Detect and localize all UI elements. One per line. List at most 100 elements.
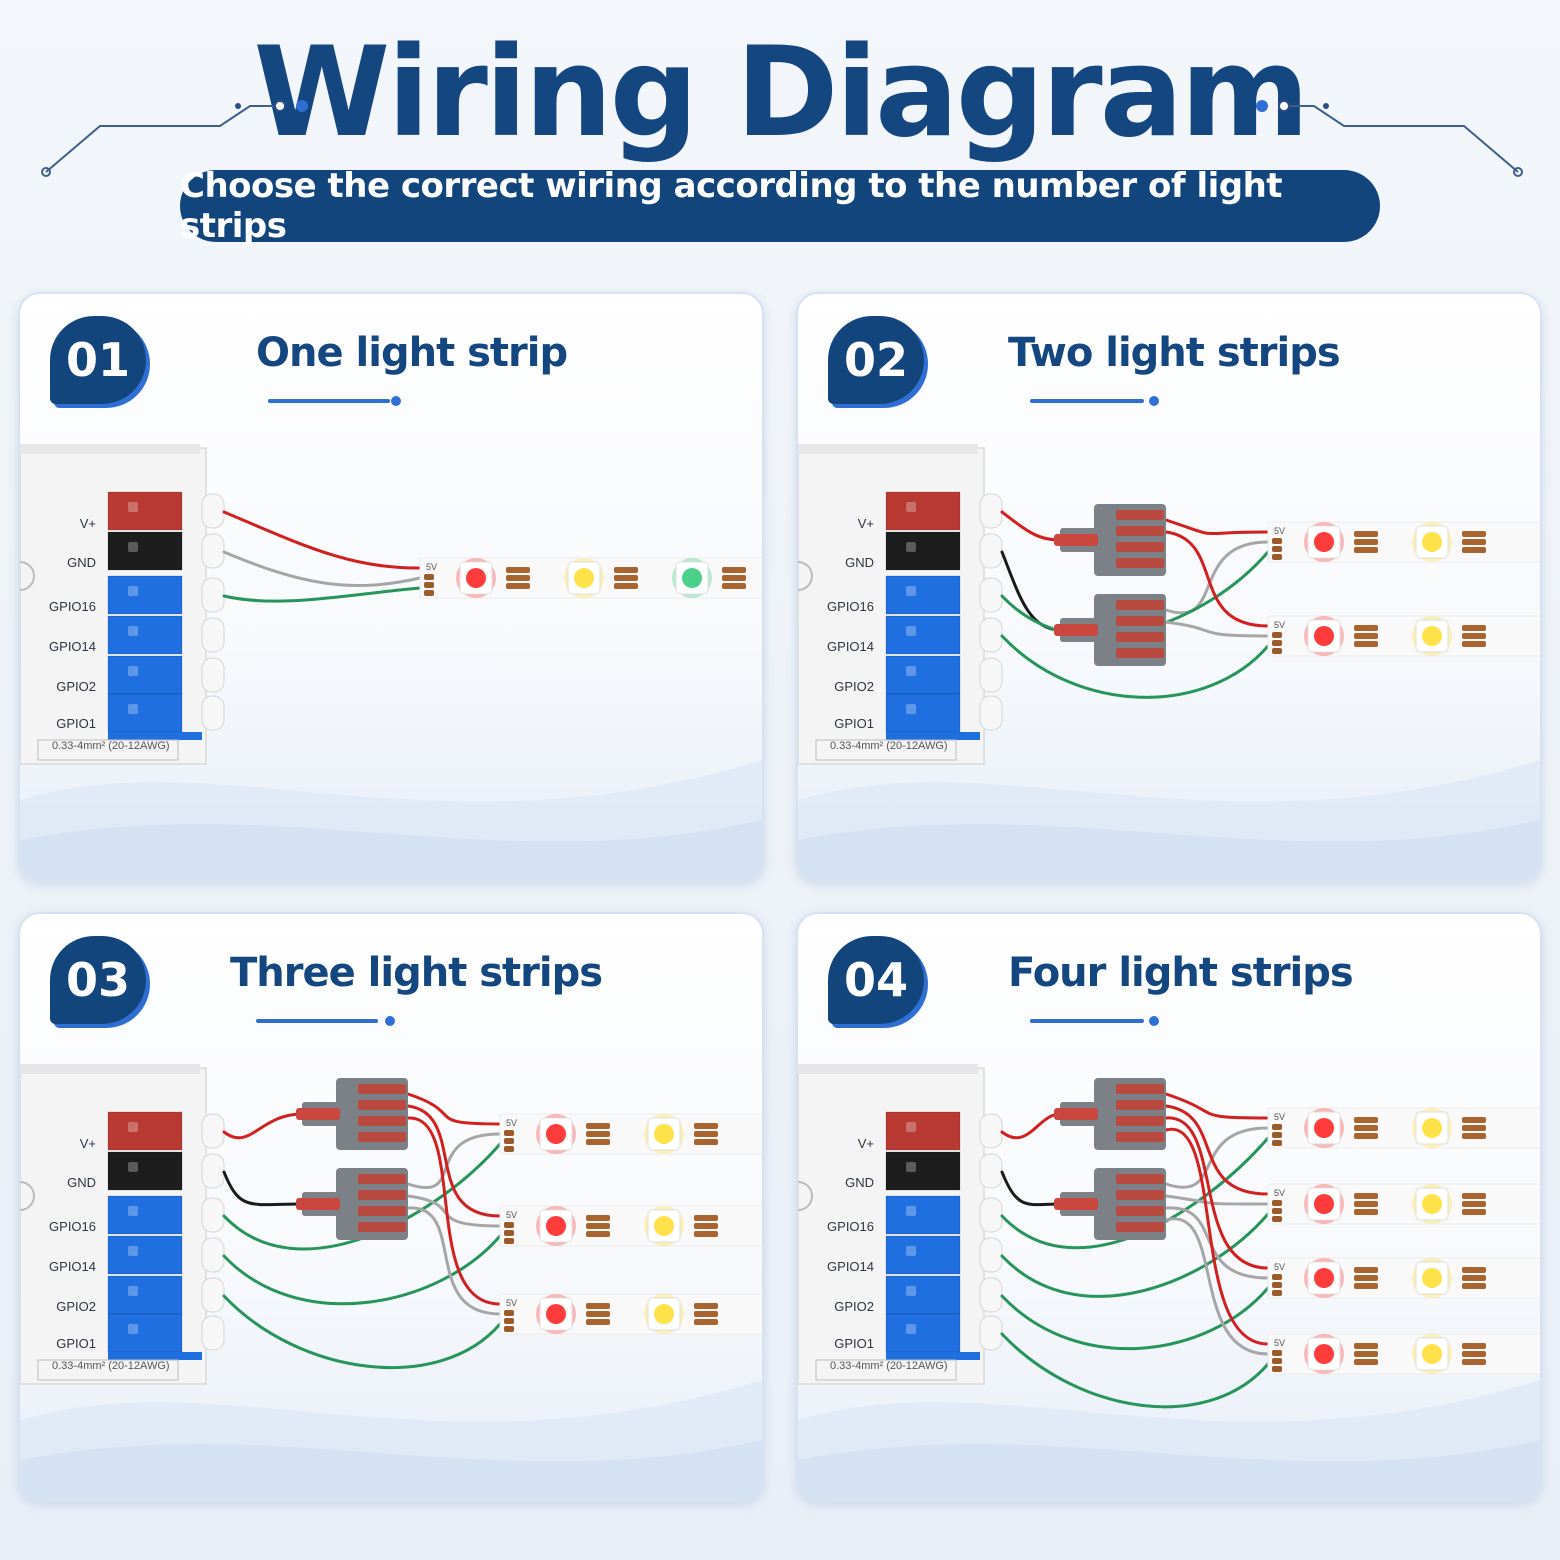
strip-resistor: [1354, 1267, 1378, 1273]
led-light: [1314, 1344, 1334, 1364]
panel-title: Four light strips: [1008, 950, 1354, 996]
strip-resistor: [586, 1139, 610, 1145]
terminal-lever: [979, 1277, 1003, 1313]
connector-lever: [358, 1222, 406, 1232]
connector-lever: [1116, 1174, 1164, 1184]
strip-solder-pad: [1272, 1140, 1282, 1146]
strip-pad-label: 5V: [1274, 1338, 1285, 1348]
strip-resistor: [1462, 1125, 1486, 1131]
connector-lever: [1116, 1222, 1164, 1232]
terminal-lever: [201, 1113, 225, 1149]
strip-resistor: [586, 1303, 610, 1309]
strip-resistor: [1354, 531, 1378, 537]
terminal-label: GPIO1: [56, 716, 96, 731]
terminal-lever: [979, 533, 1003, 569]
strip-pad-label: 5V: [506, 1298, 517, 1308]
strip-resistor: [1462, 1209, 1486, 1215]
led-light: [1422, 626, 1442, 646]
led-light: [546, 1216, 566, 1236]
strip-pad-label: 5V: [426, 562, 437, 572]
terminal-lever: [979, 1315, 1003, 1351]
controller-top-edge: [20, 1064, 200, 1074]
terminal-slot: [885, 1313, 961, 1353]
wire-power-branch: [406, 1116, 502, 1306]
connector-lever: [1116, 510, 1164, 520]
strip-solder-pad: [504, 1310, 514, 1316]
panel-title: Two light strips: [1008, 330, 1341, 376]
strip-resistor: [1462, 1351, 1486, 1357]
strip-resistor: [1354, 1201, 1378, 1207]
led-strip: 5V: [499, 1293, 762, 1335]
terminal-lever: [979, 1237, 1003, 1273]
terminal-screw: [906, 1286, 916, 1296]
terminal-slot: [107, 655, 183, 695]
strip-resistor: [1462, 641, 1486, 647]
led-light: [654, 1216, 674, 1236]
strip-resistor: [694, 1223, 718, 1229]
strip-solder-pad: [1272, 538, 1282, 544]
wire-spec-label: 0.33-4mm² (20-12AWG): [52, 740, 170, 752]
led-light: [1314, 626, 1334, 646]
led-strip: 5V: [1267, 615, 1540, 657]
controller-top-edge: [798, 444, 978, 454]
terminal-slot: [107, 575, 183, 615]
strip-resistor: [694, 1303, 718, 1309]
led-light: [1422, 532, 1442, 552]
connector-lever: [358, 1084, 406, 1094]
terminal-label: GPIO2: [56, 679, 96, 694]
strip-resistor: [1354, 1283, 1378, 1289]
strip-resistor: [694, 1139, 718, 1145]
terminal-label: GPIO2: [834, 679, 874, 694]
step-badge: 03: [50, 936, 146, 1024]
wire-ground-branch: [1164, 1194, 1270, 1206]
terminal-slot: [107, 1313, 183, 1353]
connector-lever: [358, 1174, 406, 1184]
strip-pad-label: 5V: [506, 1210, 517, 1220]
terminal-labels: V+ GND GPIO16 GPIO14 GPIO2 GPIO1: [20, 444, 150, 784]
connector-lever: [358, 1116, 406, 1126]
terminal-lever: [201, 1315, 225, 1351]
wire-spec-frame: [37, 739, 179, 761]
terminal-slot: [107, 531, 183, 571]
wire-data-green: [222, 1234, 502, 1306]
wire-spec-label: 0.33-4mm² (20-12AWG): [52, 1360, 170, 1372]
terminal-base: [886, 1352, 980, 1360]
connector-lever: [358, 1190, 406, 1200]
strip-resistor: [1354, 1351, 1378, 1357]
strip-solder-pad: [1272, 546, 1282, 552]
wire-ground-branch: [1164, 1126, 1270, 1189]
terminal-slot: [107, 1111, 183, 1151]
wire-spec-frame: [815, 1359, 957, 1381]
terminal-lever: [201, 695, 225, 731]
terminal-label: GND: [67, 555, 96, 570]
strip-resistor: [586, 1223, 610, 1229]
strip-resistor: [1462, 1343, 1486, 1349]
connector-wire-end: [1054, 624, 1098, 636]
strip-solder-pad: [1272, 632, 1282, 638]
terminal-screw: [128, 626, 138, 636]
strip-solder-pad: [504, 1238, 514, 1244]
connector-lever: [358, 1100, 406, 1110]
terminal-label: GND: [845, 1175, 874, 1190]
terminal-label: V+: [857, 516, 874, 531]
strip-resistor: [586, 1319, 610, 1325]
connector-lever: [1116, 1132, 1164, 1142]
terminal-base: [886, 732, 980, 740]
terminal-screw: [906, 666, 916, 676]
strip-solder-pad: [424, 574, 434, 580]
led-light: [574, 568, 594, 588]
led-light: [1422, 1194, 1442, 1214]
wire-power-branch: [1164, 1092, 1270, 1120]
terminal-label: GPIO16: [49, 1219, 96, 1234]
right-circuit-decoration: [1256, 100, 1523, 177]
connector-lever: [1116, 558, 1164, 568]
strip-solder-pad: [1272, 1282, 1282, 1288]
connector-wire-end: [1054, 1108, 1098, 1120]
terminal-label: GPIO16: [49, 599, 96, 614]
terminal-label: GPIO16: [827, 1219, 874, 1234]
wire-power-branch: [1164, 1127, 1270, 1346]
strip-solder-pad: [504, 1130, 514, 1136]
connector-lever: [1116, 1084, 1164, 1094]
lever-connector: [1054, 504, 1166, 576]
